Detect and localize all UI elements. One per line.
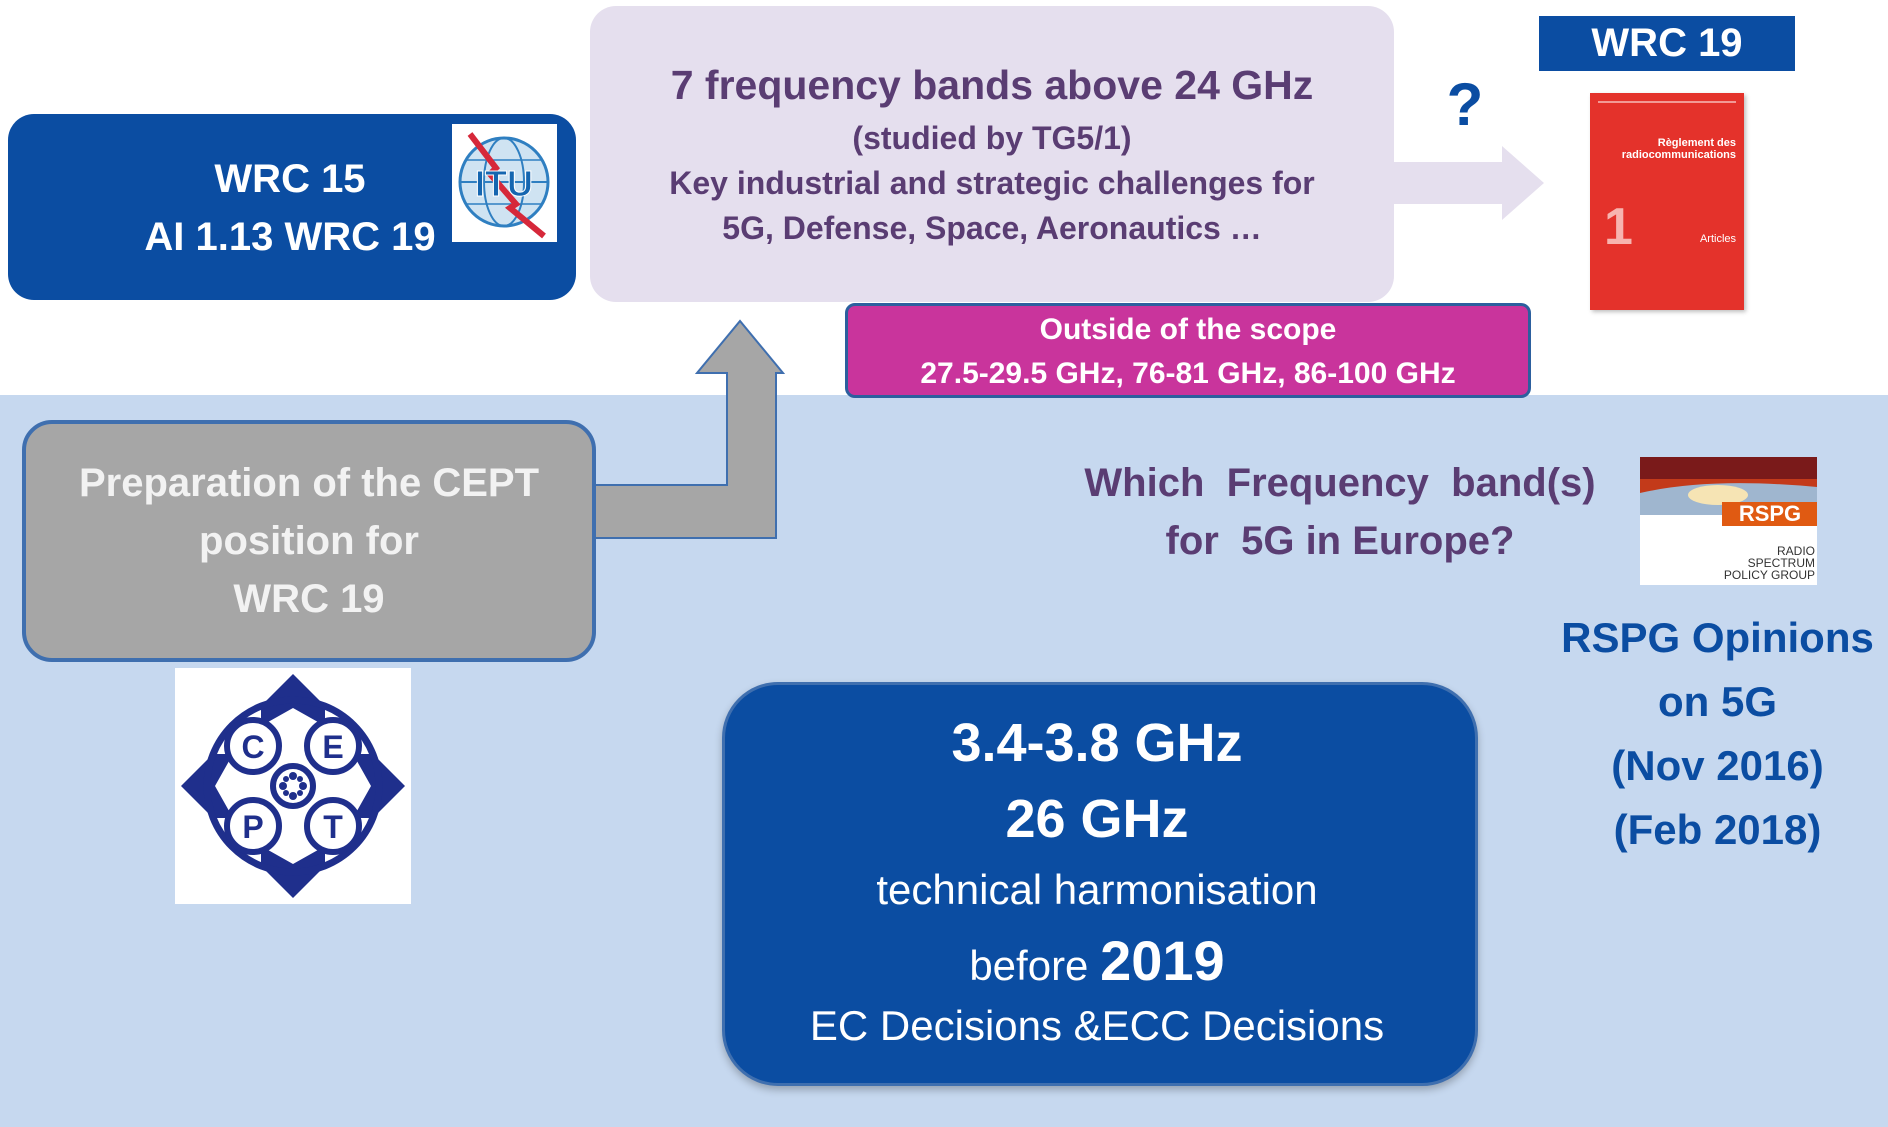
deadline-prefix: before [969, 942, 1089, 989]
rspg-opinions-line3: (Nov 2016) [1611, 742, 1824, 789]
ec-ecc-decisions: EC Decisions &ECC Decisions [809, 1002, 1385, 1049]
rspg-logo-sub1: RADIO [1777, 544, 1815, 558]
harmonisation-box [722, 682, 1478, 1086]
scope-title: Outside of the scope [1039, 313, 1337, 346]
right-arrow [1394, 146, 1544, 220]
rspg-logo-text: RSPG [1739, 501, 1801, 526]
cept-prep-line2: position for [199, 519, 419, 563]
technical-harmonisation: technical harmonisation [876, 866, 1318, 913]
scope-bands: 27.5-29.5 GHz, 76-81 GHz, 86-100 GHz [920, 357, 1456, 390]
book-title: Règlement des radiocommunications [1621, 137, 1736, 161]
bands-details: (studied by TG5/1) Key industrial and st… [590, 116, 1394, 251]
rspg-opinions-line1: RSPG Opinions [1561, 614, 1874, 661]
rspg-logo-sub2: SPECTRUM [1748, 556, 1815, 570]
bands-sectors: 5G, Defense, Space, Aeronautics … [722, 210, 1262, 246]
wrc15-line1: WRC 15 [214, 157, 366, 201]
itu-logo: ITU [452, 124, 557, 242]
cept-letter-t: T [323, 809, 343, 845]
bands-title: 7 frequency bands above 24 GHz [670, 62, 1314, 108]
deadline-year: 2019 [1100, 929, 1225, 992]
cept-preparation-box [22, 420, 596, 662]
wrc15-line2: AI 1.13 WRC 19 [144, 215, 436, 259]
book-number: 1 [1604, 198, 1633, 256]
bands-challenges: Key industrial and strategic challenges … [669, 165, 1315, 201]
radio-regulations-book-image: Règlement des radiocommunications 1 Arti… [1590, 93, 1744, 310]
question-mark: ? [1446, 71, 1484, 138]
rspg-opinions-line4: (Feb 2018) [1613, 806, 1822, 853]
scope-text: Outside of the scope 27.5-29.5 GHz, 76-8… [845, 308, 1531, 396]
frequency-question: Which Frequency band(s) for 5G in Europe… [1060, 454, 1620, 570]
frequency-question-line2: for 5G in Europe? [1165, 519, 1515, 563]
wrc15-label: WRC 15 AI 1.13 WRC 19 [90, 150, 490, 266]
book-section: Articles [1699, 233, 1736, 245]
bands-studied-by: (studied by TG5/1) [852, 120, 1132, 156]
bands-box [590, 6, 1394, 302]
cept-letter-p: P [242, 809, 263, 845]
itu-logo-text: ITU [475, 163, 533, 204]
cept-prep-line3: WRC 19 [233, 577, 385, 621]
band-3-4-3-8-ghz: 3.4-3.8 GHz [951, 713, 1243, 773]
cept-logo: C E P T [175, 668, 411, 904]
rspg-logo-sub3: POLICY GROUP [1724, 568, 1815, 582]
band-26-ghz: 26 GHz [1005, 789, 1189, 849]
rspg-logo: RSPG RADIO SPECTRUM POLICY GROUP [1640, 457, 1817, 585]
wrc19-label: WRC 19 [1539, 16, 1795, 71]
book-header-line [1598, 101, 1736, 103]
cept-preparation-text: Preparation of the CEPT position for WRC… [26, 454, 592, 628]
harmonisation-deadline: before 2019 [722, 928, 1472, 993]
rspg-opinions-line2: on 5G [1657, 678, 1777, 725]
scope-box [845, 303, 1531, 398]
cept-prep-line1: Preparation of the CEPT [78, 461, 540, 505]
bent-up-arrow [589, 319, 786, 539]
cept-letter-e: E [322, 729, 343, 765]
cept-letter-c: C [241, 729, 264, 765]
rspg-opinions: RSPG Opinions on 5G (Nov 2016) (Feb 2018… [1545, 606, 1888, 862]
frequency-question-line1: Which Frequency band(s) [1084, 461, 1596, 505]
